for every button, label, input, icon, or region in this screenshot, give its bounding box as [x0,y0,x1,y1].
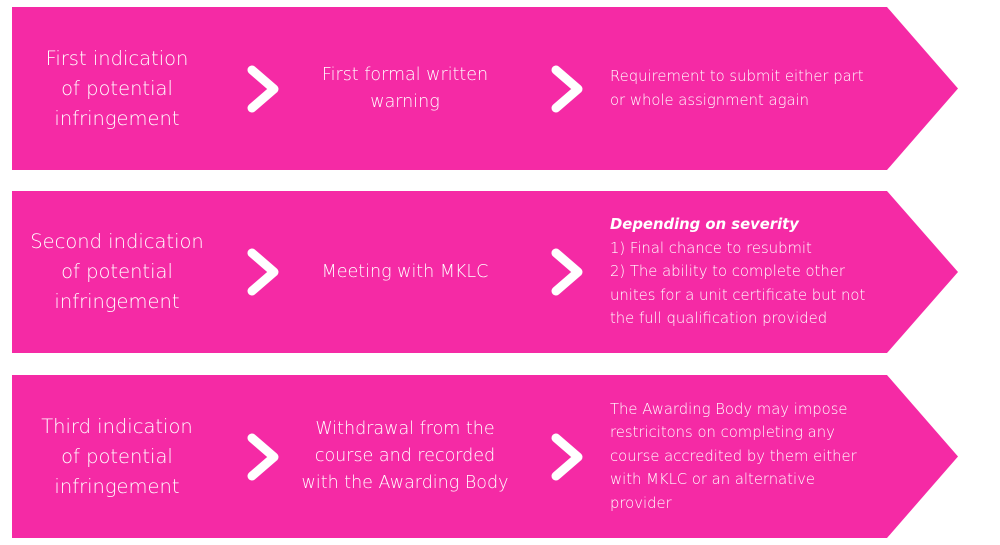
outcome-text: The Awarding Body may impose restriciton… [610,400,857,512]
arrow-shape [12,7,958,170]
severity-heading: Depending on severity [610,216,799,234]
stage-cell: Third indication of potential infringeme… [12,375,222,538]
stage-text: First indication of potential infringeme… [45,46,189,130]
outcome-cell: Requirement to submit either part or who… [610,7,890,170]
arrow-shape [12,375,958,538]
chevron-right-icon [247,433,279,480]
stage-cell: First indication of potential infringeme… [12,7,222,170]
stage-cell: Second indication of potential infringem… [12,191,222,353]
action-cell: Meeting with MKLC [292,191,518,353]
arrow-shape [12,191,958,353]
chevron-right-icon [247,65,279,112]
process-row-third: Third indication of potential infringeme… [12,375,958,538]
stage-text: Second indication of potential infringem… [30,230,204,313]
chevron-right-icon [247,248,279,296]
stage-text: Third indication of potential infringeme… [41,414,193,498]
outcome-cell: Depending on severity 1) Final chance to… [610,191,890,353]
chevron-right-icon [551,433,583,480]
action-text: First formal written warning [321,64,489,112]
outcome-text: Requirement to submit either part or who… [610,68,864,109]
outcome-text: 1) Final chance to resubmit 2) The abili… [610,239,866,328]
action-cell: Withdrawal from the course and recorded … [292,375,518,538]
process-row-first: First indication of potential infringeme… [12,7,958,170]
action-text: Meeting with MKLC [321,261,489,282]
chevron-right-icon [551,65,583,112]
chevron-right-icon [551,248,583,296]
action-text: Withdrawal from the course and recorded … [301,419,509,493]
process-row-second: Second indication of potential infringem… [12,191,958,353]
outcome-cell: The Awarding Body may impose restriciton… [610,375,890,538]
action-cell: First formal written warning [292,7,518,170]
